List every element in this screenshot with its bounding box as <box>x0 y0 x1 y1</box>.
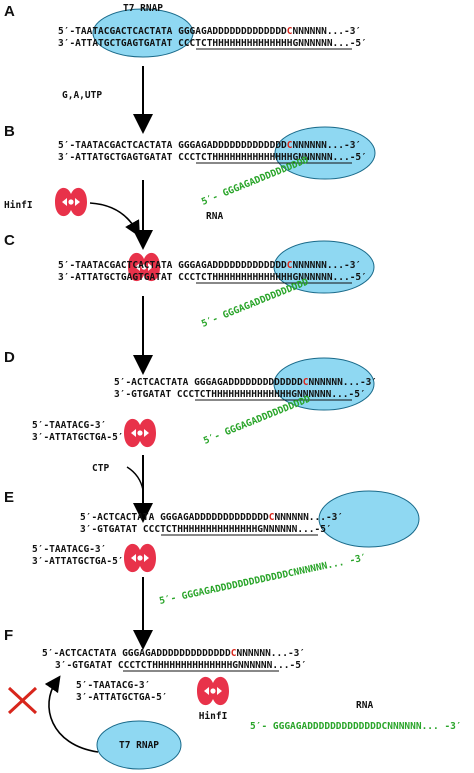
fragment-bottom: 3′-ATTATGCTGA-5′ <box>32 432 124 443</box>
highlight-c: C <box>231 648 237 659</box>
panel-label-e: E <box>4 489 14 506</box>
panel-label-d: D <box>4 349 15 366</box>
panel-b: B 5′-TAATACGACTCACTATA GGGAGADDDDDDDDDDD… <box>4 123 376 237</box>
template-top-strand: 5′-ACTCACTATA GGGAGADDDDDDDDDDDDDCNNNNNN… <box>80 512 343 523</box>
rna-transcript: 5′- GGGAGADDDDDDDDDD <box>202 394 312 447</box>
panel-a: A T7 RNAP 5′-TAATACGACTCACTATA GGGAGADDD… <box>4 3 367 58</box>
hinfi-enzyme <box>124 543 156 573</box>
hinfi-enzyme <box>124 418 156 448</box>
panel-label-c: C <box>4 232 15 249</box>
t7-rnap-polymerase <box>92 8 194 58</box>
rebinding-arrow <box>44 675 99 753</box>
t7-rnap-released <box>96 720 182 770</box>
highlight-c: C <box>303 377 309 388</box>
t7-rnap-label: T7 RNAP <box>119 740 159 751</box>
strand-seq: 5′-TAATACGACTCACTATA GGGAGADDDDDDDDDDDDD <box>58 26 287 37</box>
template-bottom-strand: 3′-GTGATAT CCCTCTHHHHHHHHHHHHHHGNNNNNN..… <box>114 389 366 400</box>
rna-transcript: 5′- GGGAGADDDDDDDDDDDDDCNNNNNN... -3′ <box>250 721 462 732</box>
template-top-strand: 5′-TAATACGACTCACTATA GGGAGADDDDDDDDDDDDD… <box>58 260 361 271</box>
template-bottom-strand: 3′-ATTATGCTGAGTGATAT CCCTCTHHHHHHHHHHHHH… <box>58 152 367 163</box>
fragment-top: 5′-TAATACG-3′ <box>32 420 106 431</box>
hinfi-label: HinfI <box>4 200 33 211</box>
highlight-c: C <box>287 26 293 37</box>
template-bottom-strand: 3′-ATTATGCTGAGTGATAT CCCTCTHHHHHHHHHHHHH… <box>58 38 367 49</box>
fragment-bottom: 3′-ATTATGCTGA-5′ <box>32 556 124 567</box>
template-bottom-strand: 3′-GTGATAT CCCTCTHHHHHHHHHHHHHHGNNNNNN..… <box>55 660 307 671</box>
fragment-top: 5′-TAATACG-3′ <box>32 544 106 555</box>
template-top-strand: 5′-ACTCACTATA GGGAGADDDDDDDDDDDDDCNNNNNN… <box>114 377 377 388</box>
strand-seq-end: NNNNNN...-3′ <box>274 512 343 523</box>
strand-seq-end: NNNNNN...-3′ <box>293 140 362 151</box>
panel-e: E 5′-ACTCACTATA GGGAGADDDDDDDDDDDDDCNNNN… <box>4 489 420 607</box>
t7-rnap-polymerase <box>318 490 420 548</box>
strand-seq-end: NNNNNN...-3′ <box>236 648 305 659</box>
template-top-strand: 5′-TAATACGACTCACTATA GGGAGADDDDDDDDDDDDD… <box>58 140 361 151</box>
template-bottom-strand: 3′-ATTATGCTGAGTGATAT CCCTCTHHHHHHHHHHHHH… <box>58 272 367 283</box>
panel-f: F 5′-ACTCACTATA GGGAGADDDDDDDDDDDDDCNNNN… <box>4 627 462 770</box>
panel-label-b: B <box>4 123 15 140</box>
highlight-c: C <box>269 512 275 523</box>
strand-seq: 5′-TAATACGACTCACTATA GGGAGADDDDDDDDDDDDD <box>58 140 287 151</box>
strand-seq-end: NNNNNN...-3′ <box>293 26 362 37</box>
hinfi-enzyme <box>197 676 229 706</box>
fragment-top: 5′-TAATACG-3′ <box>76 680 150 691</box>
strand-seq-end: NNNNNN...-3′ <box>308 377 377 388</box>
rna-transcript: 5′- GGGAGADDDDDDDDDDDDDCNNNNNN... -3′ <box>158 552 367 607</box>
template-top-strand: 5′-ACTCACTATA GGGAGADDDDDDDDDDDDDCNNNNNN… <box>42 648 305 659</box>
rna-label: RNA <box>206 211 223 222</box>
t7-rnap-polymerase <box>273 357 375 411</box>
panel-label-f: F <box>4 627 13 644</box>
rna-transcript: 5′- GGGAGADDDDDDDDDD <box>200 277 310 330</box>
t7-rnap-polymerase <box>273 240 375 294</box>
panel-c: C 5′-TAATACGACTCACTATA GGGAGADDDDDDDDDDD… <box>4 232 375 330</box>
template-bottom-strand: 3′-GTGATAT CCCTCTHHHHHHHHHHHHHHGNNNNNN..… <box>80 524 332 535</box>
rna-label: RNA <box>356 700 373 711</box>
curved-arrow <box>126 466 144 491</box>
curved-arrow <box>89 202 140 237</box>
nucleotide-label: CTP <box>92 463 109 474</box>
template-top-strand: 5′-TAATACGACTCACTATA GGGAGADDDDDDDDDDDDD… <box>58 26 361 37</box>
nucleotide-label: G,A,UTP <box>62 90 102 101</box>
strand-seq: 5′-ACTCACTATA GGGAGADDDDDDDDDDDDD <box>114 377 303 388</box>
strand-seq: 5′-ACTCACTATA GGGAGADDDDDDDDDDDDD <box>80 512 269 523</box>
strand-seq: 5′-ACTCACTATA GGGAGADDDDDDDDDDDDD <box>42 648 231 659</box>
hinfi-enzyme <box>55 187 87 217</box>
highlight-c: C <box>287 140 293 151</box>
strand-seq-end: NNNNNN...-3′ <box>293 260 362 271</box>
panel-d: D 5′-ACTCACTATA GGGAGADDDDDDDDDDDDDCNNNN… <box>4 349 377 448</box>
t7-rnap-polymerase <box>274 126 376 180</box>
hinfi-label: HinfI <box>199 711 228 722</box>
fragment-bottom: 3′-ATTATGCTGA-5′ <box>76 692 168 703</box>
blocked-x-icon <box>7 686 38 715</box>
t7-rnap-label: T7 RNAP <box>123 3 163 14</box>
highlight-c: C <box>287 260 293 271</box>
panel-label-a: A <box>4 3 15 20</box>
strand-seq: 5′-TAATACGACTCACTATA GGGAGADDDDDDDDDDDDD <box>58 260 287 271</box>
